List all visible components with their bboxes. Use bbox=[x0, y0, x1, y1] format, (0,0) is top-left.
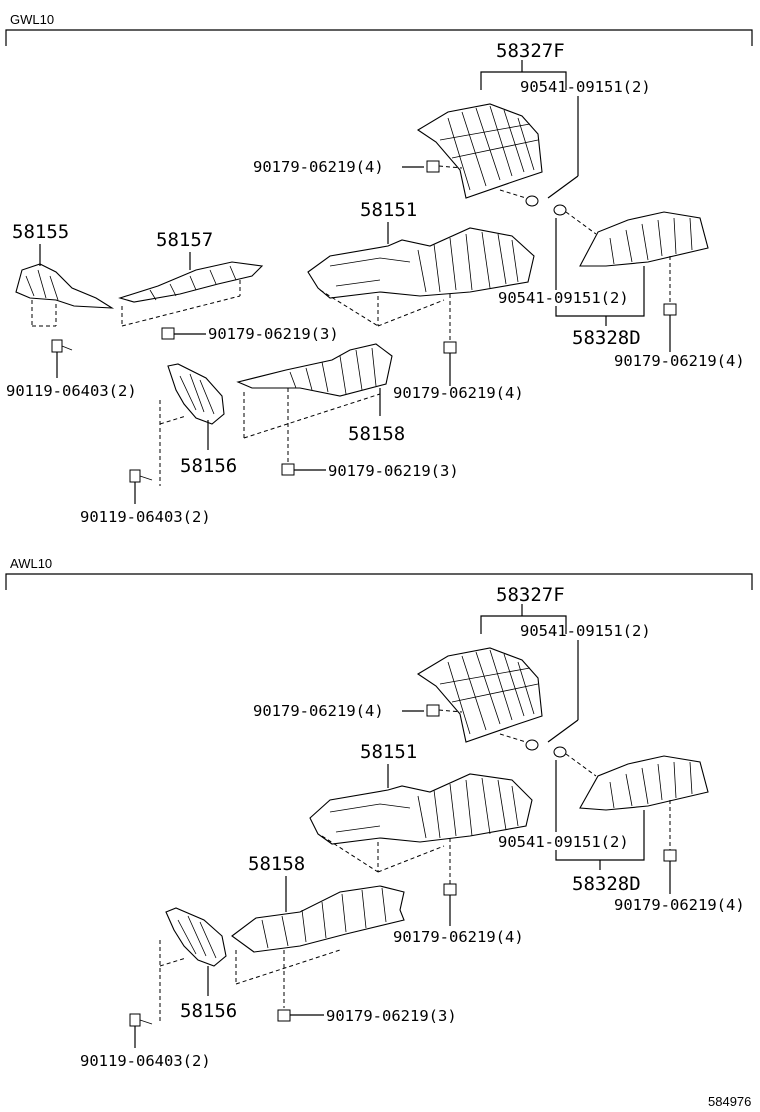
label-58156: 58156 bbox=[180, 455, 237, 477]
section-bracket bbox=[5, 29, 753, 46]
label-58151: 58151 bbox=[360, 199, 417, 221]
bracket-58327f bbox=[480, 71, 567, 90]
part-58156-drawing bbox=[165, 907, 227, 967]
nut-icon bbox=[161, 327, 175, 340]
nut-icon bbox=[426, 160, 440, 173]
label-clip-rear: 90541-09151(2) bbox=[498, 833, 629, 851]
label-bolt-lower: 90119-06403(2) bbox=[80, 1052, 211, 1070]
clip-icon bbox=[553, 746, 567, 758]
label-58328d: 58328D bbox=[572, 327, 641, 349]
label-58156: 58156 bbox=[180, 1000, 237, 1022]
part-58155-drawing bbox=[15, 263, 115, 309]
part-58328d-drawing bbox=[579, 211, 709, 267]
part-58327f-drawing bbox=[416, 647, 543, 743]
part-58158-drawing bbox=[231, 885, 405, 953]
label-bolt-left: 90119-06403(2) bbox=[6, 382, 137, 400]
label-clip-front: 90541-09151(2) bbox=[520, 622, 651, 640]
label-58327f: 58327F bbox=[496, 40, 565, 62]
label-nut-rear: 90179-06219(3) bbox=[326, 1007, 457, 1025]
label-58158: 58158 bbox=[348, 423, 405, 445]
section-title: GWL10 bbox=[10, 12, 54, 27]
label-bolt-lower: 90119-06403(2) bbox=[80, 508, 211, 526]
part-58327f-drawing bbox=[416, 103, 543, 199]
label-nut-mid: 90179-06219(3) bbox=[208, 325, 339, 343]
nut-icon bbox=[277, 1009, 291, 1022]
nut-icon bbox=[443, 341, 457, 354]
label-nut-front: 90179-06219(4) bbox=[253, 158, 384, 176]
part-58328d-drawing bbox=[579, 755, 709, 811]
label-58328d: 58328D bbox=[572, 873, 641, 895]
bolt-icon bbox=[129, 469, 141, 483]
label-58158: 58158 bbox=[248, 853, 305, 875]
clip-icon bbox=[525, 195, 539, 207]
clip-icon bbox=[553, 204, 567, 216]
part-58151-drawing bbox=[307, 227, 535, 299]
label-nut-main: 90179-06219(4) bbox=[393, 928, 524, 946]
part-58151-drawing bbox=[309, 773, 533, 845]
label-58155: 58155 bbox=[12, 221, 69, 243]
section-gwl10: GWL10 58327F 90541-09151(2) 90179-06219(… bbox=[5, 12, 753, 526]
nut-icon bbox=[663, 303, 677, 316]
label-clip-rear: 90541-09151(2) bbox=[498, 289, 629, 307]
part-58156-drawing bbox=[167, 363, 225, 425]
bolt-icon bbox=[51, 339, 63, 353]
label-58157: 58157 bbox=[156, 229, 213, 251]
nut-icon bbox=[663, 849, 677, 862]
nut-icon bbox=[443, 883, 457, 896]
nut-icon bbox=[426, 704, 440, 717]
label-nut-front: 90179-06219(4) bbox=[253, 702, 384, 720]
label-58327f: 58327F bbox=[496, 584, 565, 606]
label-nut-main: 90179-06219(4) bbox=[393, 384, 524, 402]
section-bracket bbox=[5, 573, 753, 590]
label-nut-rear: 90179-06219(3) bbox=[328, 462, 459, 480]
section-title: AWL10 bbox=[10, 556, 52, 571]
label-nut-right: 90179-06219(4) bbox=[614, 896, 745, 914]
label-58151: 58151 bbox=[360, 741, 417, 763]
section-awl10: AWL10 58327F 90541-09151(2) 90179-06219(… bbox=[5, 556, 753, 1070]
bracket-58328d bbox=[555, 266, 645, 317]
part-58157-drawing bbox=[118, 261, 264, 303]
nut-icon bbox=[281, 463, 295, 476]
bolt-icon bbox=[129, 1013, 141, 1027]
label-nut-right: 90179-06219(4) bbox=[614, 352, 745, 370]
figure-number: 584976 bbox=[708, 1094, 751, 1109]
bracket-58327f bbox=[480, 615, 567, 634]
label-clip-front: 90541-09151(2) bbox=[520, 78, 651, 96]
clip-icon bbox=[525, 739, 539, 751]
part-58158-drawing bbox=[236, 343, 393, 397]
